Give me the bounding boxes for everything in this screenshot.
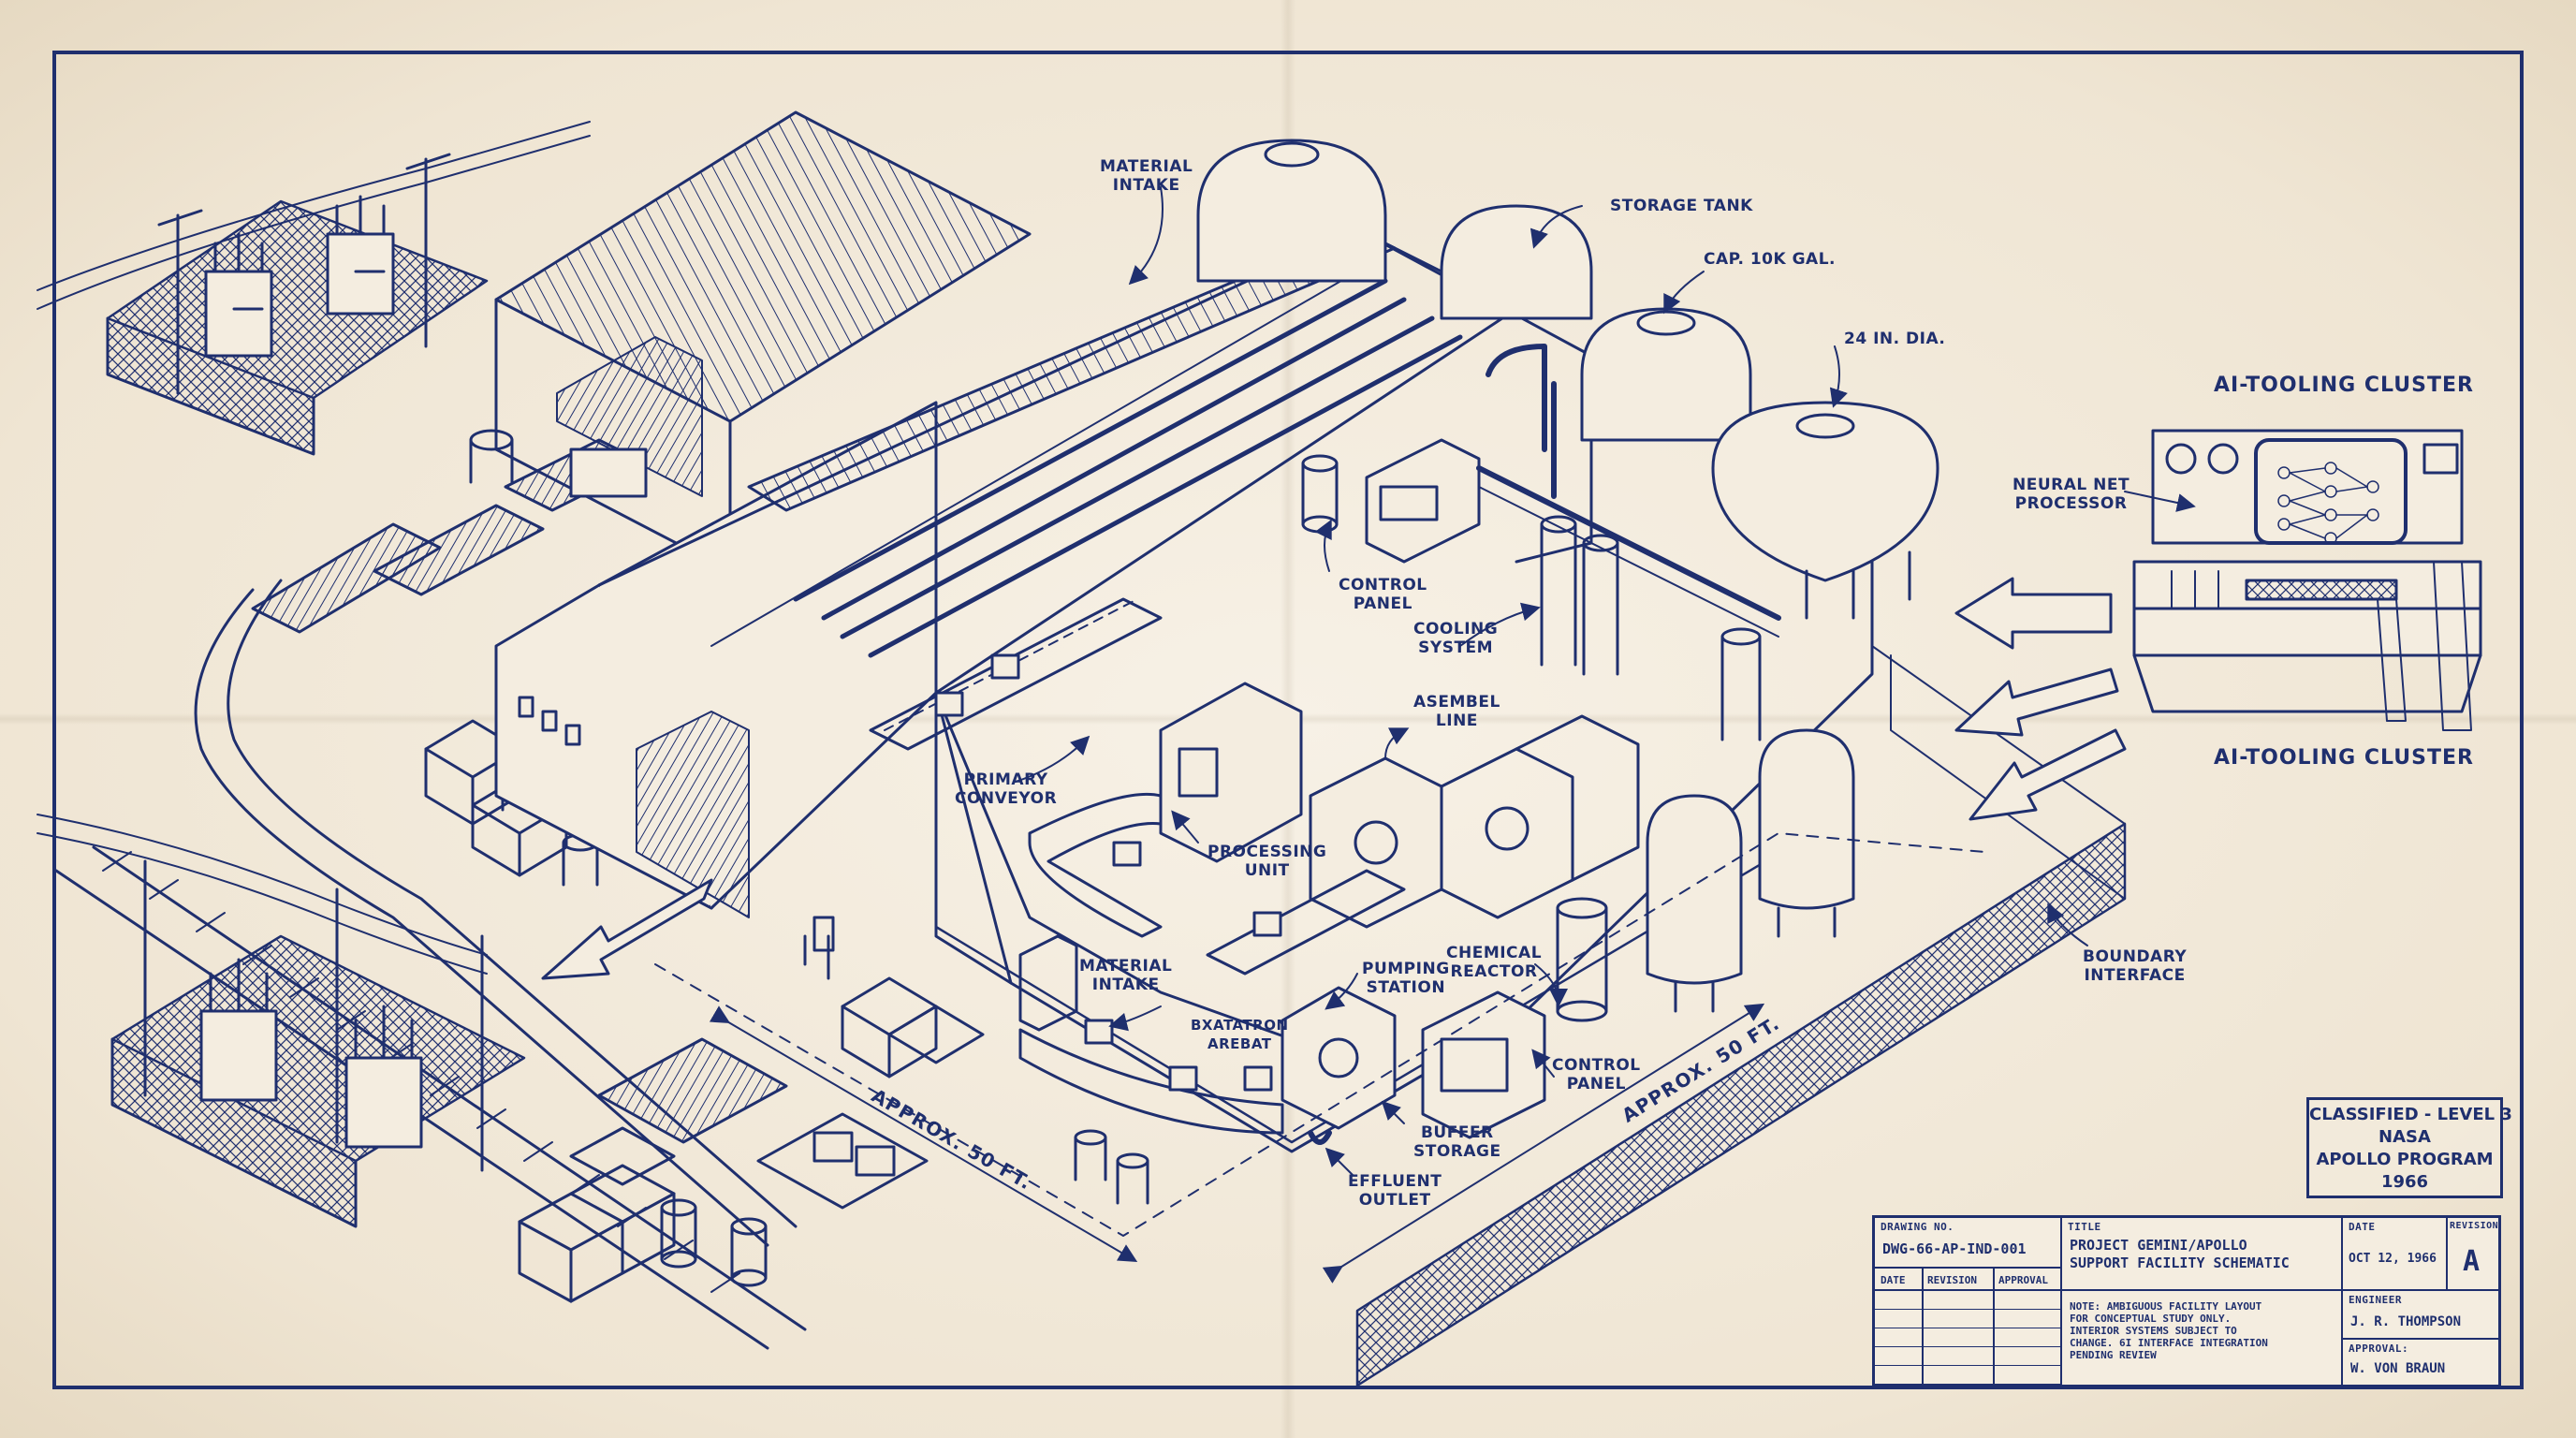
label-diameter: 24 IN. DIA. bbox=[1844, 330, 1946, 348]
tb-note: NOTE: AMBIGUOUS FACILITY LAYOUT FOR CONC… bbox=[2070, 1300, 2268, 1361]
tb-note-cell: NOTE: AMBIGUOUS FACILITY LAYOUT FOR CONC… bbox=[2062, 1291, 2343, 1387]
tb-revision: A bbox=[2463, 1245, 2481, 1278]
label-pumping-station: PUMPING STATION bbox=[1362, 960, 1450, 997]
label-boundary-interface: BOUNDARY INTERFACE bbox=[2083, 947, 2188, 985]
crates-lower bbox=[518, 1126, 768, 1303]
tb-drawing-no: DWG-66-AP-IND-001 bbox=[1882, 1240, 2027, 1257]
lower-power-yard bbox=[37, 814, 526, 1228]
label-cooling-system: COOLING SYSTEM bbox=[1413, 620, 1499, 657]
flow-arrows bbox=[541, 577, 2127, 980]
main-building bbox=[494, 227, 1874, 1153]
tb-revision-grid bbox=[1875, 1291, 2062, 1387]
label-capacity: CAP. 10K GAL. bbox=[1704, 250, 1836, 269]
dimension-lines bbox=[654, 832, 1985, 1284]
stamp-line-3: APOLLO PROGRAM bbox=[2316, 1150, 2494, 1169]
label-material-intake-top: MATERIAL INTAKE bbox=[1100, 157, 1193, 195]
label-processing-unit: PROCESSING UNIT bbox=[1208, 843, 1327, 880]
tb-title: PROJECT GEMINI/APOLLO SUPPORT FACILITY S… bbox=[2070, 1237, 2290, 1271]
title-block: DRAWING NO. DWG-66-AP-IND-001 DATE REVIS… bbox=[1872, 1215, 2501, 1387]
label-neural-net: NEURAL NET PROCESSOR bbox=[2012, 476, 2130, 513]
label-control-panel-top: CONTROL PANEL bbox=[1339, 576, 1427, 613]
tb-col-approval: APPROVAL bbox=[1998, 1274, 2048, 1286]
tb-date-label: DATE bbox=[2349, 1221, 2376, 1233]
drawing-border bbox=[52, 51, 2524, 1389]
tb-revision-label: REVISION bbox=[2450, 1221, 2499, 1231]
tb-drawing-no-cell: DRAWING NO. DWG-66-AP-IND-001 bbox=[1875, 1218, 2062, 1269]
tb-engineer: J. R. THOMPSON bbox=[2350, 1314, 2462, 1329]
rail-cars-bottom bbox=[597, 1037, 929, 1210]
storage-tanks bbox=[1196, 139, 1939, 620]
upper-warehouse bbox=[469, 110, 1032, 573]
tb-date-cell: DATE OCT 12, 1966 bbox=[2343, 1218, 2448, 1291]
label-bxatatron: BXATATRON AREBAT bbox=[1191, 1017, 1289, 1052]
upper-power-yard bbox=[37, 121, 591, 456]
classified-stamp: CLASSIFIED - LEVEL 3 NASA APOLLO PROGRAM… bbox=[2306, 1097, 2512, 1198]
label-storage-tank: STORAGE TANK bbox=[1610, 197, 1753, 215]
tb-engineer-label: ENGINEER bbox=[2349, 1294, 2402, 1306]
tb-revision-columns: DATE REVISION APPROVAL bbox=[1875, 1269, 2062, 1291]
interior-floor bbox=[934, 841, 1799, 1144]
tb-col-date: DATE bbox=[1881, 1274, 1906, 1286]
label-buffer-storage: BUFFER STORAGE bbox=[1413, 1123, 1501, 1161]
label-chemical-reactor: CHEMICAL REACTOR bbox=[1446, 944, 1543, 981]
label-primary-conveyor: PRIMARY CONVEYOR bbox=[955, 770, 1058, 808]
ai-tooling-console bbox=[2132, 429, 2482, 731]
tb-engineer-cell: ENGINEER J. R. THOMPSON bbox=[2343, 1291, 2498, 1340]
tb-revision-cell: REVISION A bbox=[2448, 1218, 2498, 1291]
tb-approval: W. VON BRAUN bbox=[2350, 1361, 2446, 1376]
tb-title-label: TITLE bbox=[2068, 1221, 2101, 1233]
leader-lines bbox=[1015, 186, 2196, 1176]
label-assembly-line: ASEMBEL LINE bbox=[1413, 693, 1500, 730]
label-material-intake-bottom: MATERIAL INTAKE bbox=[1079, 957, 1173, 994]
tb-drawing-no-label: DRAWING NO. bbox=[1881, 1221, 1954, 1233]
tb-title-cell: TITLE PROJECT GEMINI/APOLLO SUPPORT FACI… bbox=[2062, 1218, 2343, 1291]
tb-date: OCT 12, 1966 bbox=[2349, 1252, 2437, 1266]
label-cluster-top: AI-TOOLING CLUSTER bbox=[2214, 374, 2474, 397]
tb-approval-label: APPROVAL: bbox=[2349, 1343, 2409, 1355]
stamp-line-2: NASA bbox=[2378, 1127, 2431, 1147]
tb-approval-cell: APPROVAL: W. VON BRAUN bbox=[2343, 1340, 2498, 1387]
stamp-line-4: 1966 bbox=[2380, 1172, 2429, 1192]
stamp-line-1: CLASSIFIED - LEVEL 3 bbox=[2309, 1105, 2512, 1124]
label-cluster-bottom: AI-TOOLING CLUSTER bbox=[2214, 746, 2474, 770]
label-control-panel-bottom: CONTROL PANEL bbox=[1552, 1056, 1641, 1093]
label-effluent-outlet: EFFLUENT OUTLET bbox=[1348, 1172, 1442, 1210]
tb-col-revision: REVISION bbox=[1927, 1274, 1977, 1286]
